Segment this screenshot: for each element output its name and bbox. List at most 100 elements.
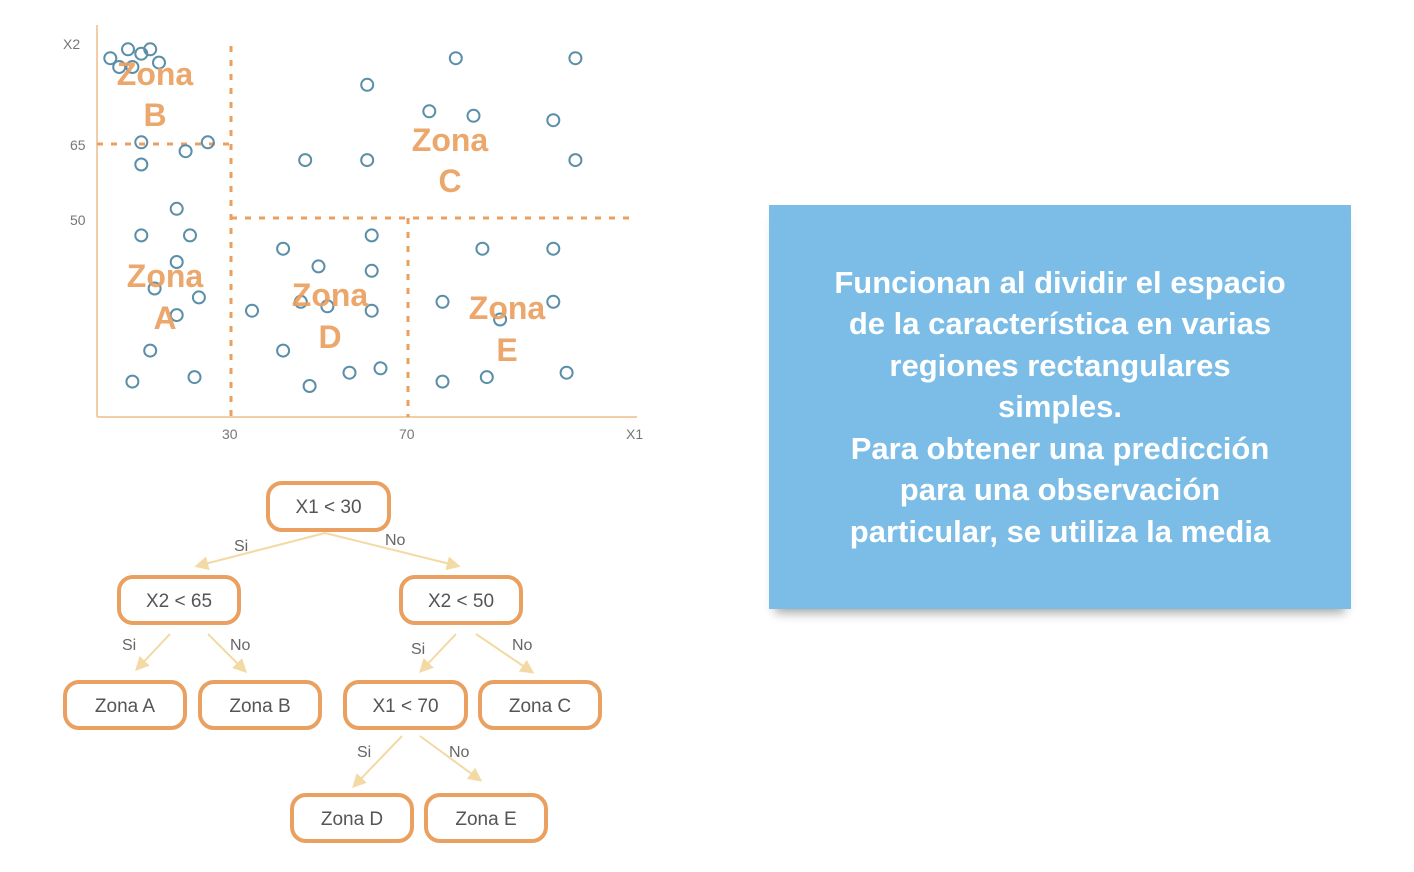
tree-node-zona-d: Zona D <box>290 793 414 843</box>
data-point <box>134 135 149 150</box>
data-point <box>293 294 308 309</box>
edge-x2-65-zona-a <box>135 633 171 672</box>
tree-node-zona-e-label: Zona E <box>455 809 516 830</box>
info-line: particular, se utiliza la media <box>849 513 1271 549</box>
edge-root-x2-50 <box>324 532 461 571</box>
data-point <box>435 294 450 309</box>
tree-edge-labels: Si No Si No Si No Si No <box>122 532 533 761</box>
data-point <box>475 241 490 256</box>
x-axis-label: X1 <box>626 426 643 442</box>
edge-label-x2-65-yes: Si <box>122 637 136 654</box>
data-points <box>103 42 583 393</box>
data-point <box>143 343 158 358</box>
tree-node-zona-a-label: Zona A <box>95 696 156 717</box>
tree-edges <box>135 532 535 789</box>
y-tick-65: 65 <box>70 137 86 153</box>
edge-label-x2-50-yes: Si <box>411 641 425 658</box>
data-point <box>479 370 494 385</box>
tree-node-zona-d-label: Zona D <box>321 809 383 830</box>
tree-node-root-label: X1 < 30 <box>295 497 361 518</box>
data-point <box>187 370 202 385</box>
edge-label-x1-70-yes: Si <box>357 744 371 761</box>
data-point <box>152 55 166 70</box>
tree-node-x2-50: X2 < 50 <box>399 575 523 625</box>
tree-node-x2-65: X2 < 65 <box>117 575 241 625</box>
data-point <box>276 241 291 256</box>
data-point <box>134 228 149 243</box>
edge-x1-70-zona-d <box>352 735 403 789</box>
tree-node-zona-c: Zona C <box>478 680 602 730</box>
tree-node-zona-b: Zona B <box>198 680 322 730</box>
tree-node-x1-70-label: X1 < 70 <box>372 696 438 717</box>
zone-label-c-letter: C <box>438 163 461 199</box>
data-point <box>147 281 162 296</box>
data-point <box>169 308 184 323</box>
data-point <box>125 60 140 74</box>
edge-x2-50-zona-c <box>475 633 535 674</box>
data-point <box>364 228 379 243</box>
zone-label-a-title: Zona <box>127 258 204 294</box>
data-point <box>125 374 140 389</box>
data-point <box>143 42 158 57</box>
info-box: Funcionan al dividir el espacio de la ca… <box>769 205 1351 609</box>
data-point <box>448 51 463 66</box>
data-point <box>200 135 215 150</box>
data-point <box>360 77 375 92</box>
edge-x2-65-zona-b <box>207 633 247 673</box>
zone-label-b-title: Zona <box>117 56 194 92</box>
y-tick-50: 50 <box>70 212 86 228</box>
edge-label-x2-65-no: No <box>230 637 251 654</box>
data-point <box>169 201 184 216</box>
data-point <box>466 108 481 123</box>
tree-node-root: X1 < 30 <box>266 481 391 532</box>
data-point <box>178 144 193 159</box>
info-text: Funcionan al dividir el espacio de la ca… <box>834 262 1285 553</box>
partition-plot: X2 X1 65 50 30 70 Zona B Zona C Zona A Z… <box>63 25 643 442</box>
data-point <box>298 153 313 168</box>
data-point <box>568 51 583 66</box>
edge-label-root-yes: Si <box>234 538 248 555</box>
data-point <box>373 361 388 376</box>
zone-labels: Zona B Zona C Zona A Zona D Zona E <box>117 56 546 368</box>
edge-root-x2-65 <box>194 532 326 570</box>
info-line: regiones rectangulares <box>889 347 1231 383</box>
data-point <box>245 303 259 318</box>
info-line: Para obtener una predicción <box>850 430 1270 466</box>
info-line: simples. <box>997 389 1123 425</box>
tree-node-x2-50-label: X2 < 50 <box>428 591 494 612</box>
data-point <box>191 290 206 305</box>
data-point <box>320 299 335 314</box>
data-point <box>546 294 561 309</box>
zone-label-b-letter: B <box>143 97 166 133</box>
tree-node-zona-e: Zona E <box>424 793 548 843</box>
data-point <box>121 42 135 57</box>
x-tick-30: 30 <box>222 426 238 442</box>
data-point <box>360 153 375 168</box>
info-line: Funcionan al dividir el espacio <box>834 264 1286 300</box>
tree-node-x1-70: X1 < 70 <box>343 680 468 730</box>
data-point <box>493 312 508 327</box>
edge-x1-70-zona-e <box>419 735 483 782</box>
tree-node-zona-a: Zona A <box>63 680 187 730</box>
zone-label-e-title: Zona <box>469 290 546 326</box>
data-point <box>103 51 118 66</box>
data-point <box>422 104 437 119</box>
tree-node-x2-65-label: X2 < 65 <box>146 591 212 612</box>
data-point <box>435 374 450 389</box>
edge-x2-50-x1-70 <box>419 633 457 674</box>
edge-label-x1-70-no: No <box>449 744 470 761</box>
data-point <box>112 60 127 74</box>
data-point <box>134 157 149 172</box>
data-point <box>546 241 561 256</box>
tree-node-zona-b-label: Zona B <box>229 696 290 717</box>
info-line: para una observación <box>899 472 1221 508</box>
edge-label-x2-50-no: No <box>512 637 533 654</box>
data-point <box>276 343 291 358</box>
decision-tree: Si No Si No Si No Si No X1 < 30 X2 < 65 … <box>63 481 602 843</box>
zone-label-a-letter: A <box>153 300 176 336</box>
zone-label-e-letter: E <box>496 332 517 368</box>
zone-label-c-title: Zona <box>412 122 489 158</box>
edge-label-root-no: No <box>385 532 406 549</box>
data-point <box>364 303 379 318</box>
